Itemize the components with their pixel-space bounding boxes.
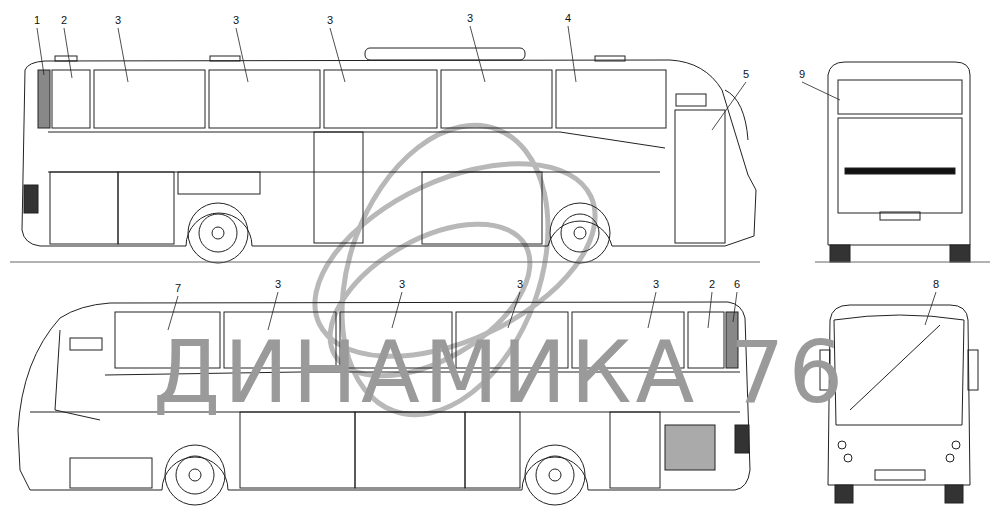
callout-number: 3 [327, 15, 333, 26]
callout-number: 3 [275, 279, 281, 290]
callout-number: 3 [517, 279, 523, 290]
callout-number: 7 [175, 283, 181, 294]
callout-number: 5 [743, 69, 749, 80]
callout-number: 1 [34, 15, 40, 26]
callout-number: 2 [61, 15, 67, 26]
callout-number: 9 [799, 69, 805, 80]
callout-number: 3 [653, 279, 659, 290]
callout-number: 3 [467, 13, 473, 24]
bus-side-top [10, 48, 760, 263]
callout-number: 3 [115, 15, 121, 26]
leader-lines [37, 26, 936, 330]
callout-number: 6 [734, 279, 740, 290]
callout-number: 2 [709, 279, 715, 290]
callout-number: 3 [399, 279, 405, 290]
callout-number: 8 [933, 279, 939, 290]
bus-rear-view [815, 62, 990, 262]
callout-number: 3 [233, 15, 239, 26]
watermark: ДИНАМИКА 76 [153, 329, 847, 415]
callout-number: 4 [565, 13, 571, 24]
